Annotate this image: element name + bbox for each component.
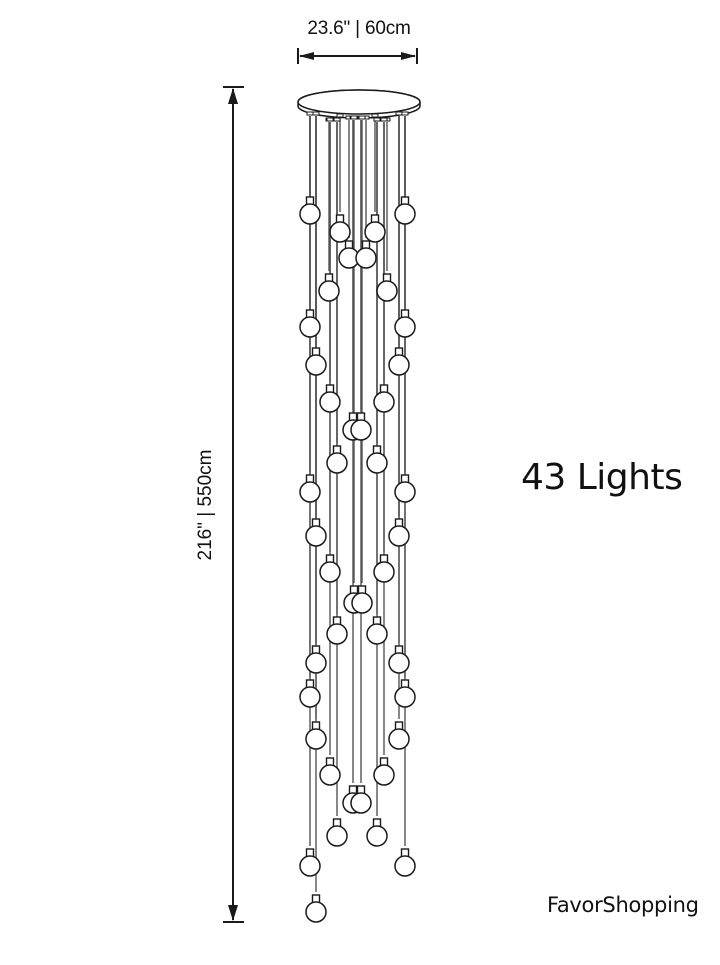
pendant-globe-icon <box>326 818 348 847</box>
height-dimension-arrow <box>223 86 244 923</box>
pendant-globe-icon <box>373 757 395 786</box>
pendant-globe-icon <box>305 894 327 923</box>
pendant-globe-icon <box>305 518 327 547</box>
pendant-globe-icon <box>366 818 388 847</box>
pendant-globe-icon <box>299 474 321 503</box>
light-count-label: 43 Lights <box>521 457 683 498</box>
pendant-globe-icon <box>394 474 416 503</box>
pendant-globe-icon <box>351 585 373 614</box>
pendant-globe-icon <box>350 785 372 814</box>
ceiling-canopy <box>297 89 421 122</box>
pendant-globe-icon <box>329 214 351 243</box>
pendant-globe-icon <box>299 679 321 708</box>
height-dimension-label: 216" | 550cm <box>195 449 216 561</box>
pendant-globe-icon <box>388 518 410 547</box>
pendant-globe-icon <box>388 347 410 376</box>
width-dimension-label: 23.6" | 60cm <box>307 18 411 39</box>
width-dimension-arrow <box>297 48 418 64</box>
pendant-globe-icon <box>299 309 321 338</box>
pendant-globe-icon <box>299 848 321 877</box>
pendant-globes <box>299 196 416 923</box>
pendant-globe-icon <box>319 554 341 583</box>
pendant-globe-icon <box>366 445 388 474</box>
pendant-globe-icon <box>326 616 348 645</box>
brand-watermark: FavorShopping <box>547 893 699 917</box>
pendant-globe-icon <box>326 445 348 474</box>
pendant-globe-icon <box>364 214 386 243</box>
pendant-globe-icon <box>350 412 372 441</box>
pendant-globe-icon <box>366 616 388 645</box>
pendant-globe-icon <box>373 554 395 583</box>
pendant-globe-icon <box>338 240 360 269</box>
pendant-globe-icon <box>376 273 398 302</box>
pendant-globe-icon <box>394 848 416 877</box>
pendant-globe-icon <box>305 645 327 674</box>
pendant-globe-icon <box>355 240 377 269</box>
pendant-globe-icon <box>318 273 340 302</box>
pendant-globe-icon <box>388 721 410 750</box>
pendant-globe-icon <box>299 196 321 225</box>
pendant-globe-icon <box>319 757 341 786</box>
pendant-globe-icon <box>394 679 416 708</box>
pendant-globe-icon <box>388 645 410 674</box>
pendant-globe-icon <box>305 347 327 376</box>
pendant-globe-icon <box>394 196 416 225</box>
pendant-globe-icon <box>305 721 327 750</box>
pendant-globe-icon <box>373 384 395 413</box>
pendant-globe-icon <box>319 384 341 413</box>
pendant-globe-icon <box>394 309 416 338</box>
